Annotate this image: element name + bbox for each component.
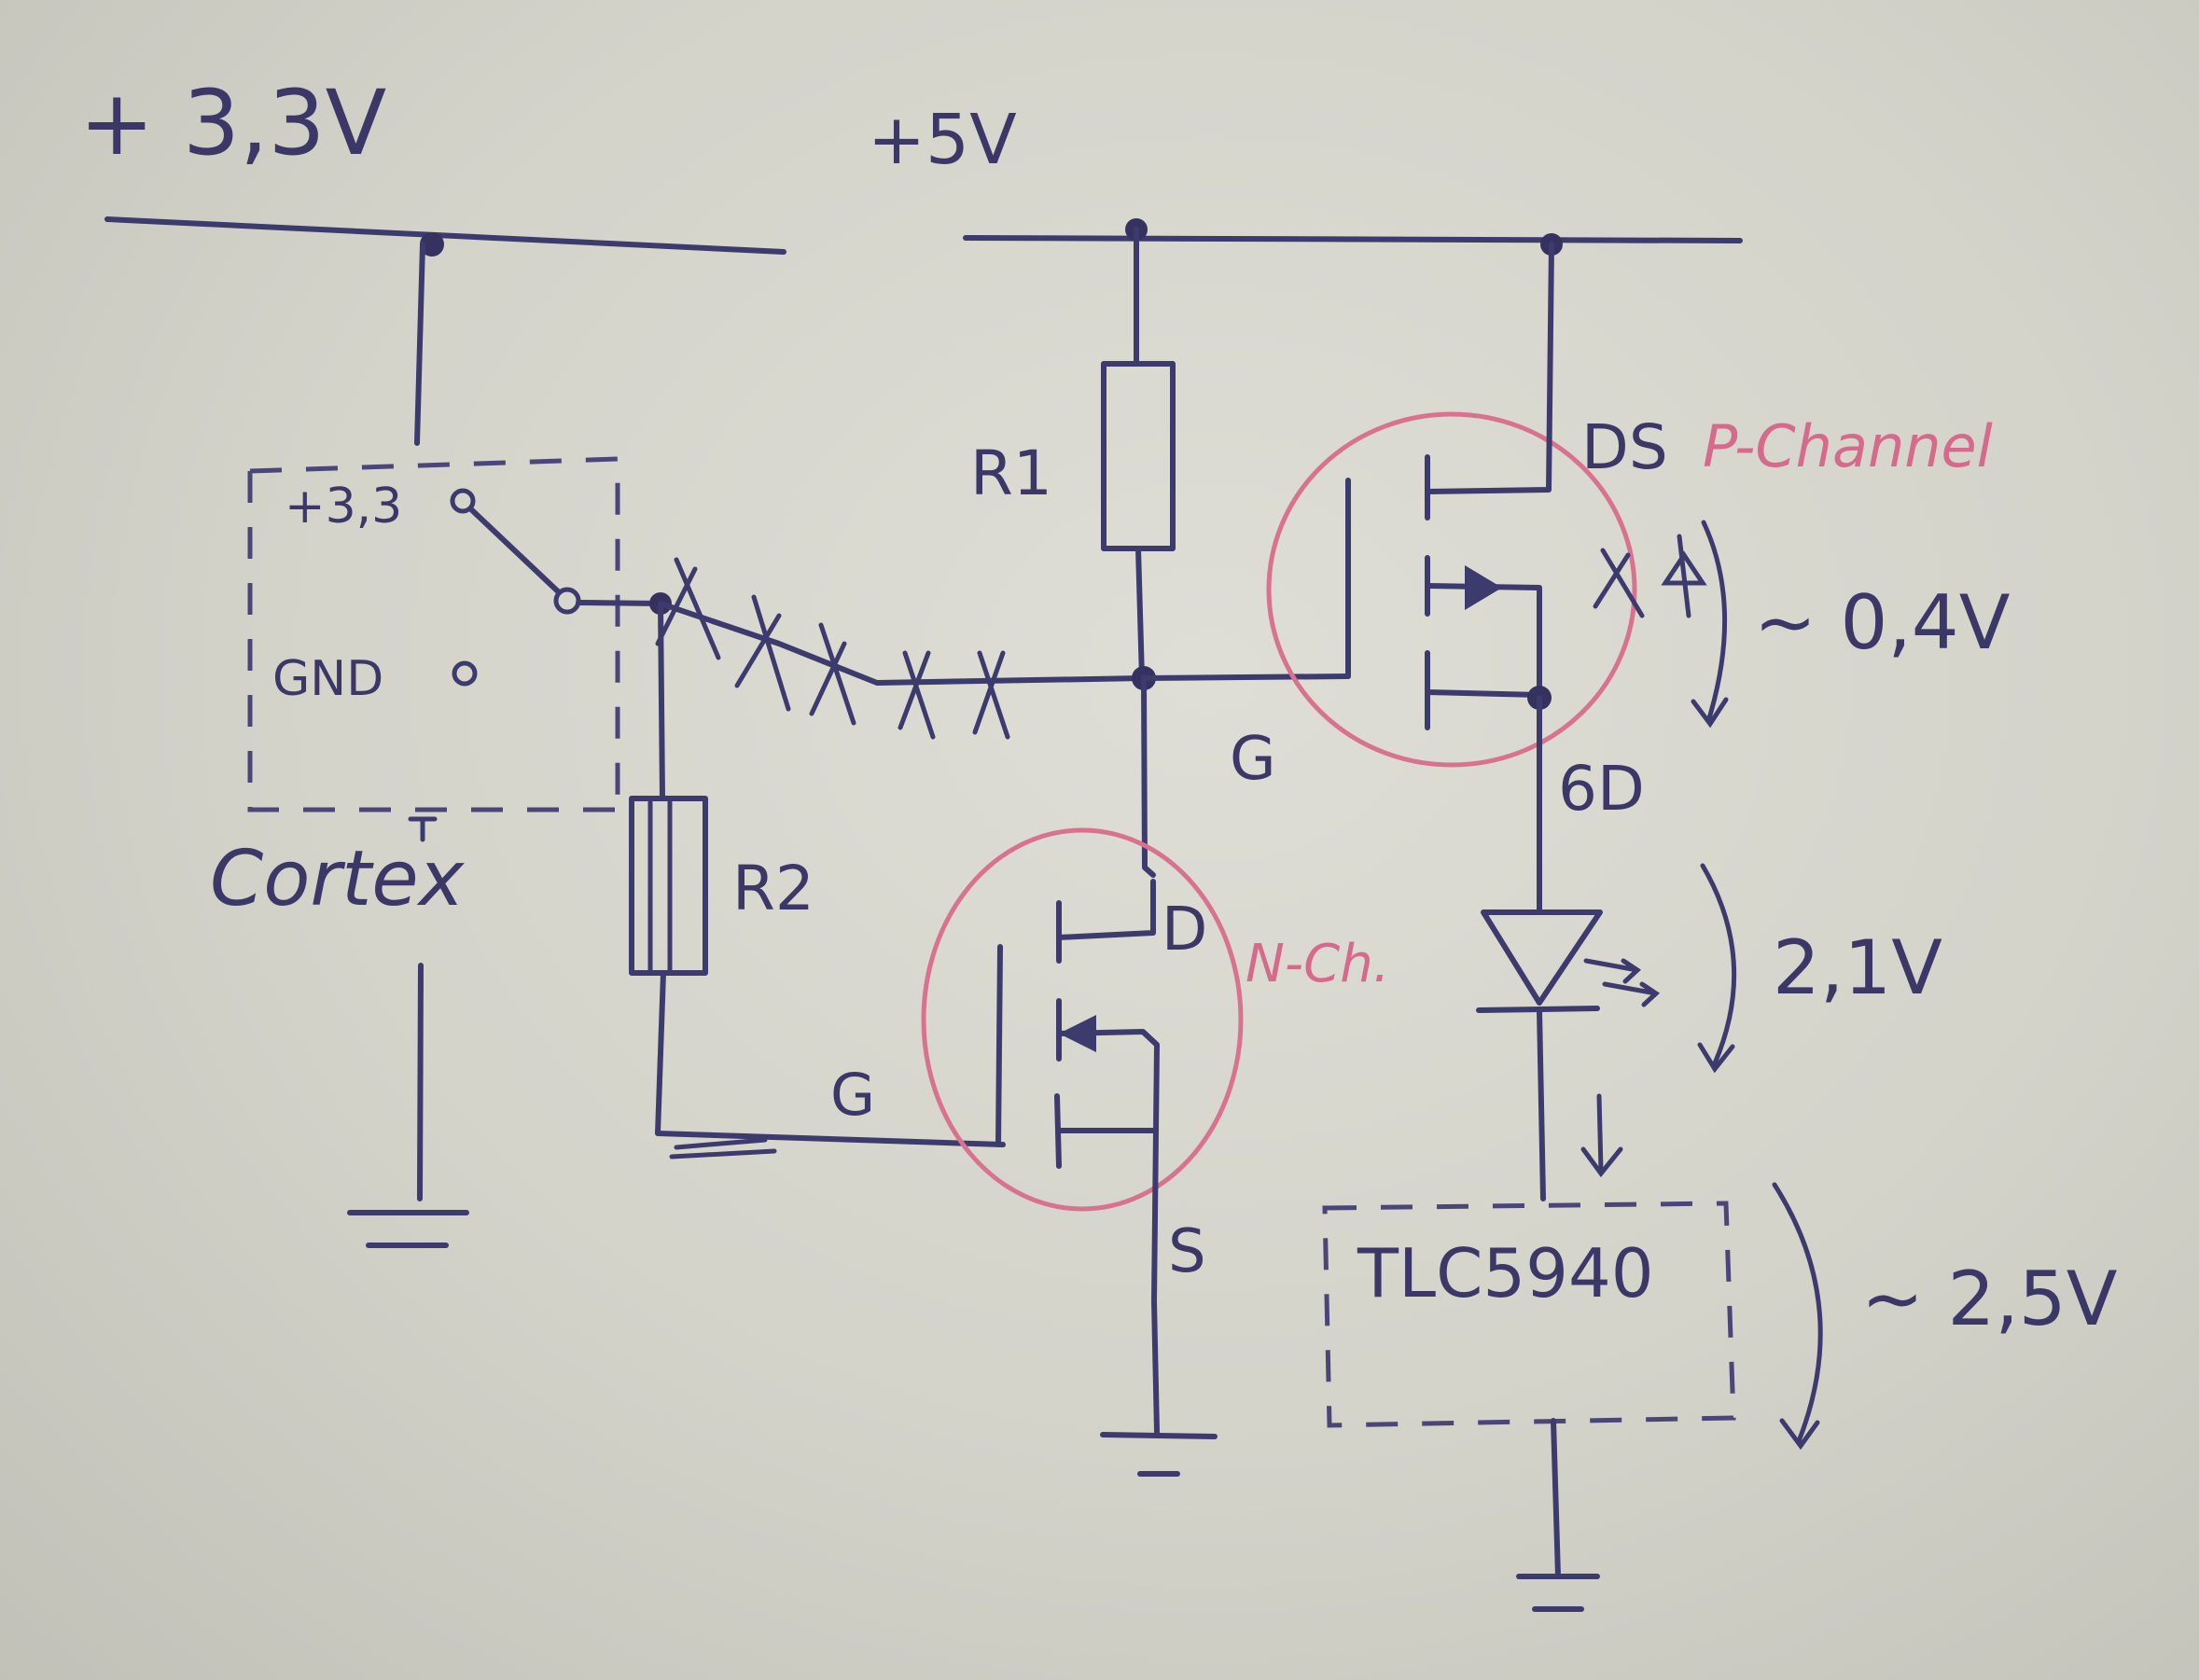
- p-type-label: P-Channel: [1703, 412, 1993, 480]
- switch-contact-33: [450, 488, 476, 514]
- strike-marks: [655, 557, 1010, 740]
- led-symbol: [1476, 909, 1661, 1013]
- r2-label: R2: [732, 853, 814, 924]
- p-drop-label: ~ 0,4V: [1754, 579, 2011, 666]
- driver-name-label: TLC5940: [1357, 1234, 1654, 1312]
- p-mosfet-symbol: [1345, 242, 1554, 730]
- cortex-name-label: Cortex: [210, 835, 466, 923]
- wire-driver-ground: [1551, 1418, 1561, 1579]
- p-drain-label: 6D: [1558, 753, 1645, 825]
- wire-crossed-out: [658, 601, 1146, 686]
- wire-to-r2: [658, 601, 665, 801]
- wire-3v3-to-cortex: [414, 242, 425, 446]
- ground-symbol-n: [1100, 1432, 1218, 1477]
- cortex-box: [247, 456, 623, 812]
- p-gate-label: G: [1230, 725, 1276, 794]
- resistor-r1: [1101, 361, 1176, 551]
- cortex-gnd-pin: [452, 660, 478, 687]
- wire-node-to-ndrain: [1141, 675, 1156, 878]
- p-mosfet-highlight-ellipse: [1266, 411, 1637, 768]
- current-arrow: [1580, 1093, 1623, 1178]
- ground-symbol-cortex: [347, 1210, 469, 1248]
- cortex-pin-gnd-label: GND: [272, 651, 383, 707]
- driver-drop-label: ~ 2,5V: [1861, 1256, 2118, 1342]
- rail-3v3-label: + 3,3V: [79, 71, 386, 175]
- junction-3v3: [420, 232, 444, 257]
- p-source-label: DS: [1581, 411, 1668, 483]
- n-source-label: S: [1168, 1217, 1206, 1286]
- cortex-pin-33-label: +3,3: [285, 479, 402, 535]
- wire-led-to-driver: [1537, 1007, 1546, 1201]
- n-drain-label: D: [1162, 896, 1207, 965]
- voltage-arrow-p: [1691, 520, 1729, 729]
- voltage-arrow-led: [1697, 863, 1737, 1074]
- wire-node-to-pgate: [1141, 673, 1351, 681]
- resistor-r2-inner: [647, 799, 673, 973]
- rail-5v-label: +5V: [868, 100, 1017, 180]
- voltage-arrow-driver: [1772, 1182, 1823, 1451]
- rail-3v3-wire: [104, 216, 786, 255]
- wire-r2-scribble: [669, 1137, 777, 1159]
- cortex-ground-wire: [417, 963, 424, 1201]
- driver-box: [1322, 1201, 1736, 1428]
- ground-symbol-driver: [1516, 1574, 1600, 1612]
- wire-r2-to-ngate: [655, 970, 1006, 1147]
- wire-nsource-ground: [1151, 1298, 1160, 1435]
- r1-label: R1: [970, 437, 1052, 509]
- switch-lever: [469, 507, 561, 594]
- cortex-tick: [408, 816, 438, 842]
- n-type-label: N-Ch.: [1246, 934, 1390, 994]
- resistor-r2: [629, 796, 708, 976]
- switch-out-wire: [576, 600, 663, 606]
- led-drop-label: 2,1V: [1773, 924, 1942, 1011]
- rail-5v-wire: [963, 235, 1743, 243]
- n-gate-label: G: [830, 1061, 875, 1129]
- n-mosfet-highlight-ellipse: [921, 827, 1244, 1212]
- p-body-diode: [1593, 534, 1707, 618]
- n-mosfet-symbol: [995, 879, 1160, 1304]
- wire-r1-to-node: [1135, 546, 1145, 681]
